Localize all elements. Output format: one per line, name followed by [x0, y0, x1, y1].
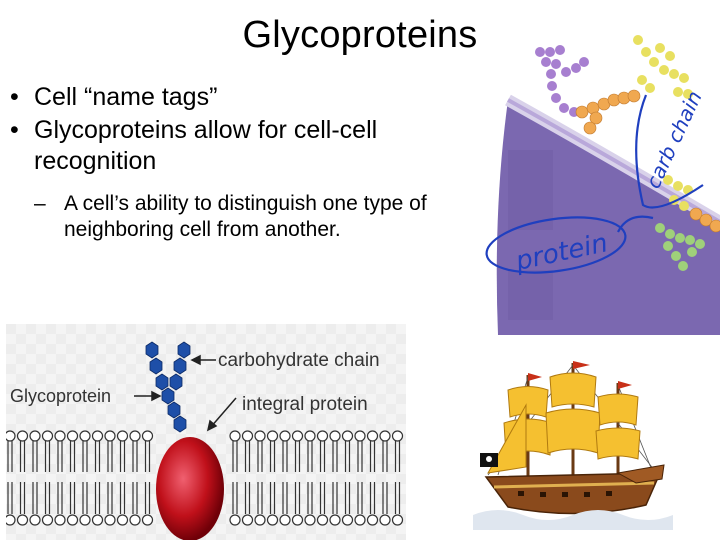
- slide-title: Glycoproteins: [242, 14, 478, 56]
- phospholipid: [241, 430, 254, 442]
- phospholipid: [329, 514, 341, 526]
- bullet-list: • Cell “name tags” • Glycoproteins allow…: [8, 82, 478, 243]
- carbohydrate-tree-green: [655, 223, 705, 271]
- phospholipid: [241, 514, 254, 526]
- phospholipid: [316, 430, 329, 442]
- phospholipid: [279, 514, 291, 526]
- phospholipid: [66, 514, 79, 526]
- label-glycoprotein: Glycoprotein: [10, 386, 111, 406]
- phospholipid: [16, 430, 29, 442]
- phospholipid: [129, 514, 141, 526]
- bullet-marker: •: [10, 116, 19, 144]
- bullet-marker: •: [10, 83, 19, 111]
- label-carbohydrate-chain: carbohydrate chain: [218, 350, 380, 371]
- phospholipid: [29, 430, 41, 442]
- phospholipid: [91, 514, 104, 526]
- phospholipid: [366, 514, 379, 526]
- phospholipid: [354, 430, 366, 442]
- phospholipid: [6, 430, 16, 442]
- lipid-bilayer: [6, 430, 404, 526]
- cell-surface-figure: protein carb chain: [478, 0, 720, 335]
- phospholipid: [141, 514, 154, 526]
- phospholipid: [129, 430, 141, 442]
- carbohydrate-chain-orange: [575, 89, 641, 135]
- phospholipid: [391, 430, 404, 442]
- phospholipid: [316, 514, 329, 526]
- phospholipid: [16, 514, 29, 526]
- phospholipid: [304, 430, 316, 442]
- phospholipid: [41, 514, 54, 526]
- phospholipid: [341, 514, 354, 526]
- phospholipid: [266, 514, 279, 526]
- phospholipid: [104, 430, 116, 442]
- bullet-item: • Glycoproteins allow for cell-cell reco…: [8, 115, 478, 177]
- bullet-text: Cell “name tags”: [34, 83, 218, 111]
- phospholipid: [116, 430, 129, 442]
- phospholipid: [341, 430, 354, 442]
- phospholipid: [229, 430, 241, 442]
- phospholipid: [116, 514, 129, 526]
- phospholipid: [79, 514, 91, 526]
- phospholipid: [66, 430, 79, 442]
- label-integral-protein: integral protein: [242, 394, 368, 415]
- phospholipid: [91, 430, 104, 442]
- phospholipid: [29, 514, 41, 526]
- phospholipid: [254, 514, 266, 526]
- carbohydrate-tree-yellow: [633, 35, 693, 99]
- sailing-ship-icon: [468, 355, 678, 540]
- carbohydrate-chain-shape: [145, 341, 191, 433]
- sub-bullet-marker: –: [34, 192, 46, 215]
- phospholipid: [229, 514, 241, 526]
- phospholipid: [291, 430, 304, 442]
- phospholipid: [54, 430, 66, 442]
- bullet-item: • Cell “name tags”: [8, 82, 478, 113]
- phospholipid: [79, 430, 91, 442]
- phospholipid: [104, 514, 116, 526]
- phospholipid: [391, 514, 404, 526]
- phospholipid: [254, 430, 266, 442]
- phospholipid: [291, 514, 304, 526]
- phospholipid: [279, 430, 291, 442]
- phospholipid: [304, 514, 316, 526]
- phospholipid: [54, 514, 66, 526]
- carbohydrate-tree-yellow-2: [663, 175, 693, 211]
- phospholipid: [354, 514, 366, 526]
- phospholipid: [41, 430, 54, 442]
- phospholipid: [329, 430, 341, 442]
- membrane-glycoprotein-figure: carbohydrate chain Glycoprotein integral…: [6, 324, 406, 540]
- phospholipid: [379, 514, 391, 526]
- sub-bullet-item: – A cell’s ability to distinguish one ty…: [8, 191, 444, 243]
- phospholipid: [6, 514, 16, 526]
- phospholipid: [379, 430, 391, 442]
- integral-protein-shape: [156, 437, 224, 540]
- sub-bullet-text: A cell’s ability to distinguish one type…: [64, 192, 427, 241]
- phospholipid: [141, 430, 154, 442]
- phospholipid: [266, 430, 279, 442]
- bullet-text: Glycoproteins allow for cell-cell recogn…: [34, 116, 378, 175]
- phospholipid: [366, 430, 379, 442]
